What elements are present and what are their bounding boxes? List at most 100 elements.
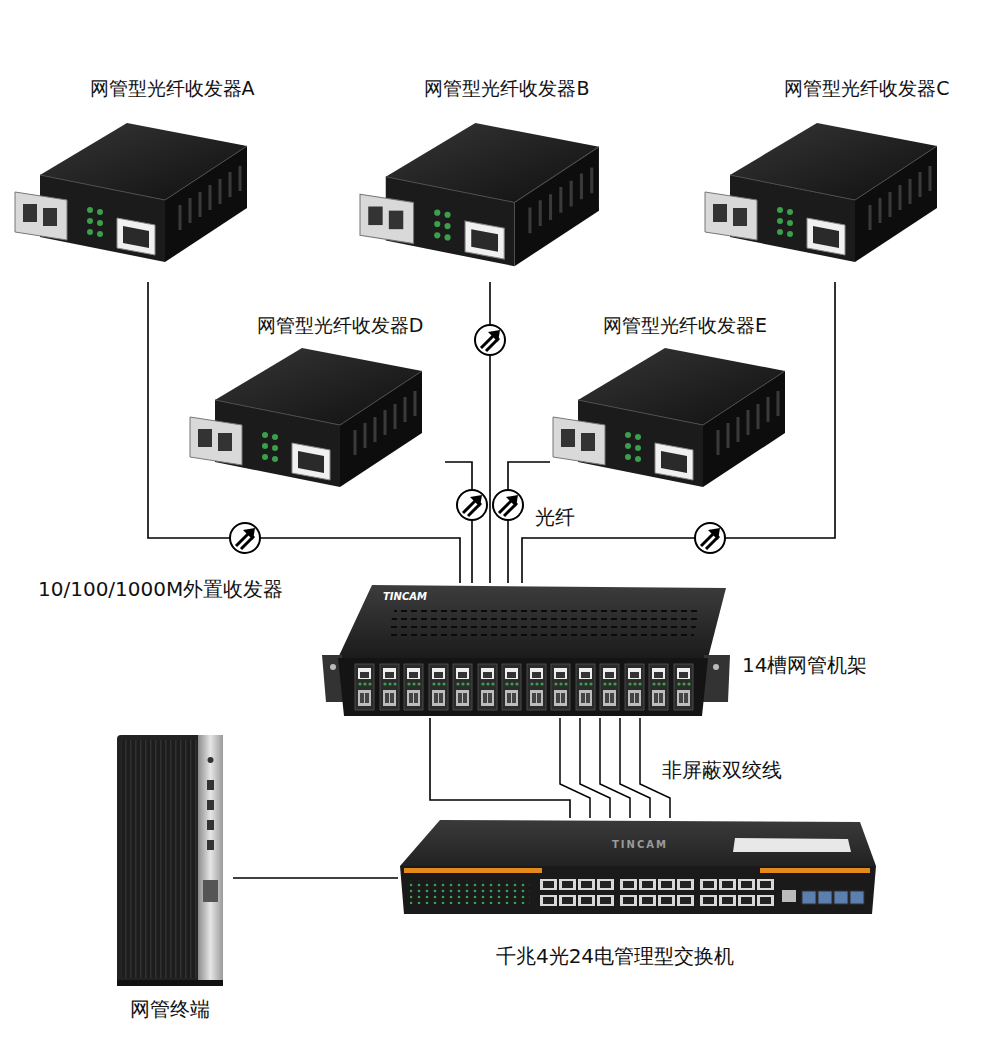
brand-mark: TINCAM bbox=[612, 839, 668, 851]
switch-port bbox=[658, 895, 675, 906]
rack-module bbox=[674, 664, 693, 710]
switch-port bbox=[700, 879, 717, 890]
switch-port bbox=[700, 895, 717, 906]
rack-vents bbox=[385, 608, 700, 642]
switch-port bbox=[639, 895, 656, 906]
twisted-pair-wires bbox=[560, 718, 670, 818]
sfp-port bbox=[834, 891, 848, 904]
pc-silver-strip bbox=[198, 735, 223, 985]
switch-stripe bbox=[404, 868, 542, 873]
sfp-port bbox=[818, 891, 832, 904]
line-label: 光纤 bbox=[535, 505, 575, 529]
switch-port bbox=[578, 895, 595, 906]
device-label: 网管型光纤收发器C bbox=[784, 77, 949, 100]
switch-port bbox=[540, 895, 557, 906]
switch-port bbox=[719, 879, 736, 890]
switch-port bbox=[757, 879, 774, 890]
rack-hole bbox=[713, 664, 719, 670]
pc-power-button bbox=[208, 757, 214, 763]
switch-port bbox=[578, 879, 595, 890]
pc-usb bbox=[207, 780, 214, 790]
caption-note: 10/100/1000M外置收发器 bbox=[38, 577, 283, 601]
rack-module bbox=[404, 664, 423, 710]
rack-module bbox=[502, 664, 521, 710]
media-converter: 网管型光纤收发器A bbox=[10, 70, 300, 282]
converter-rack: 14槽网管机架 bbox=[322, 583, 897, 718]
switch-port bbox=[620, 879, 637, 890]
converter-picture bbox=[15, 123, 247, 262]
device-label: 网管终端 bbox=[130, 997, 210, 1021]
connector-label: 非屏蔽双绞线 bbox=[662, 758, 782, 782]
switch-port bbox=[597, 895, 614, 906]
rack-module bbox=[551, 664, 570, 710]
rack-module bbox=[478, 664, 497, 710]
switch-port bbox=[738, 895, 755, 906]
switch-port bbox=[738, 879, 755, 890]
switch-leds bbox=[410, 880, 530, 904]
connector bbox=[445, 462, 472, 583]
pc-usb bbox=[207, 820, 214, 830]
device-label: 网管型光纤收发器A bbox=[90, 77, 255, 100]
switch-port bbox=[658, 879, 675, 890]
fiber-symbol bbox=[475, 325, 505, 355]
pc-front-panel bbox=[121, 740, 197, 978]
switch-port bbox=[559, 879, 576, 890]
switch-port bbox=[620, 895, 637, 906]
rack-module bbox=[453, 664, 472, 710]
connector bbox=[148, 282, 460, 583]
rack-module bbox=[576, 664, 595, 710]
converter-picture bbox=[190, 348, 422, 487]
media-converter: 网管型光纤收发器E bbox=[550, 308, 800, 495]
switch-port bbox=[540, 879, 557, 890]
rack-module bbox=[355, 664, 374, 710]
device-label: 网管型光纤收发器E bbox=[603, 314, 767, 337]
rack-module bbox=[380, 664, 399, 710]
pc-base bbox=[117, 980, 223, 986]
converter-picture bbox=[705, 123, 937, 262]
device-label: 网管型光纤收发器B bbox=[424, 77, 589, 100]
switch-port bbox=[719, 895, 736, 906]
switch-port bbox=[677, 895, 694, 906]
console-port bbox=[782, 890, 796, 902]
device-label: 14槽网管机架 bbox=[742, 653, 867, 677]
converter-picture bbox=[360, 123, 599, 266]
sfp-port bbox=[850, 891, 864, 904]
media-converter: 网管型光纤收发器C bbox=[700, 70, 990, 282]
switch-top bbox=[400, 820, 876, 866]
sfp-port bbox=[802, 891, 816, 904]
switch-port bbox=[559, 895, 576, 906]
switch-stripe bbox=[760, 868, 870, 873]
converter-picture bbox=[553, 348, 785, 487]
rack-module bbox=[429, 664, 448, 710]
switch-port bbox=[639, 879, 656, 890]
pc-usb bbox=[207, 840, 214, 850]
media-converter: 网管型光纤收发器D bbox=[185, 308, 445, 488]
connector bbox=[430, 718, 570, 818]
switch-front bbox=[400, 866, 876, 914]
switch-port bbox=[757, 895, 774, 906]
rack-module bbox=[600, 664, 619, 710]
fiber-symbol bbox=[695, 523, 725, 553]
pc-card-slot bbox=[203, 880, 218, 902]
fiber-symbol bbox=[457, 490, 487, 520]
connector bbox=[233, 877, 398, 879]
pc-body bbox=[117, 735, 223, 985]
switch-port bbox=[597, 879, 614, 890]
management-terminal: 网管终端 bbox=[108, 732, 233, 1027]
rack-module bbox=[527, 664, 546, 710]
rack-module bbox=[649, 664, 668, 710]
rack-top bbox=[338, 585, 726, 658]
rack-front bbox=[338, 658, 708, 716]
device-label: 千兆4光24电管理型交换机 bbox=[496, 944, 734, 968]
pc-usb bbox=[207, 800, 214, 810]
fiber-symbol bbox=[230, 523, 260, 553]
rack-hole bbox=[330, 664, 336, 670]
brand-mark: TINCAM bbox=[383, 591, 427, 603]
device-label: 网管型光纤收发器D bbox=[257, 314, 424, 337]
switch-port bbox=[677, 879, 694, 890]
connector bbox=[522, 282, 835, 583]
